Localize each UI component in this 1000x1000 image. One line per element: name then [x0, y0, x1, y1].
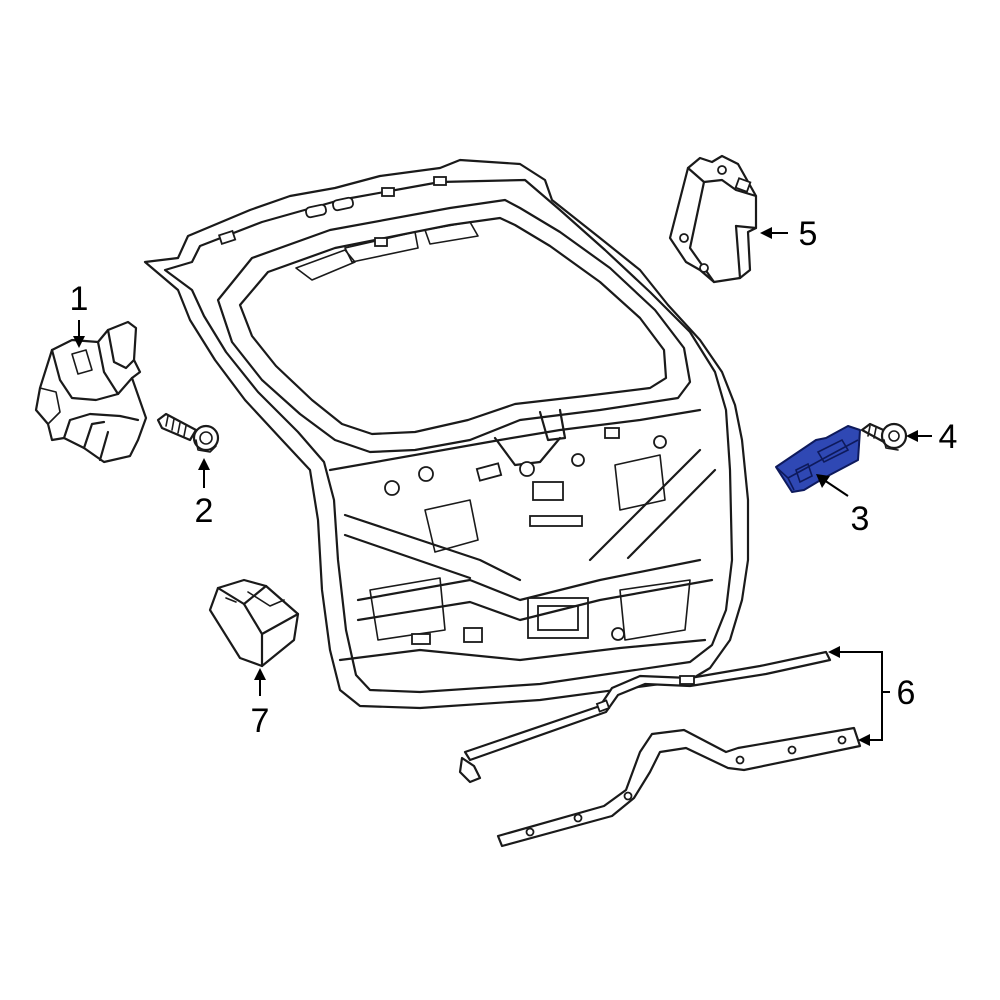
part-3-switch-highlighted: [775, 425, 861, 493]
part-5-control-module: [668, 154, 758, 284]
callout-4: 4: [939, 418, 958, 456]
callout-3: 3: [851, 500, 870, 538]
callout-1: 1: [70, 280, 89, 318]
callout-labels: 1 2 3 4 5 6 7: [70, 215, 958, 740]
callout-6: 6: [897, 674, 916, 712]
part-1-latch-actuator: [34, 320, 148, 464]
part-4-screw: [860, 422, 908, 451]
callout-5: 5: [799, 215, 818, 253]
callout-7: 7: [251, 702, 270, 740]
callout-2: 2: [195, 492, 214, 530]
part-6-wiring-harness: [458, 650, 832, 784]
part-6-bracket: [496, 726, 862, 848]
callout-leaders: [73, 227, 932, 746]
part-2-bolt: [156, 412, 220, 453]
part-7-module: [208, 578, 300, 668]
liftgate-panel: [143, 158, 750, 710]
